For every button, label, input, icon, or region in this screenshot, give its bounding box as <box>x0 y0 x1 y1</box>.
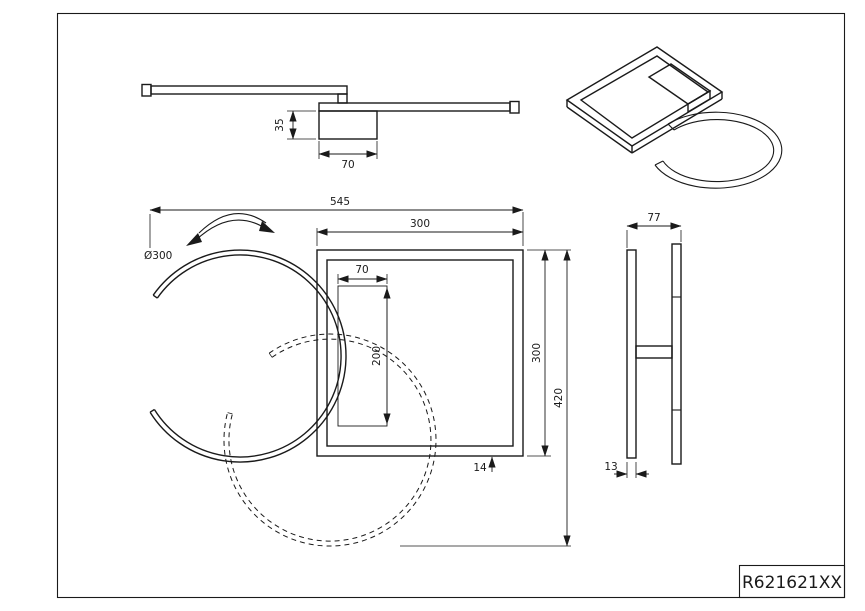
rotation-arc-inner <box>198 213 267 234</box>
front-view-dimensions: 545 300 70 200 300 420 14 <box>149 196 571 547</box>
front-view: Ø300 545 300 <box>144 196 571 547</box>
iso-ring <box>654 111 783 189</box>
isometric-view <box>565 46 783 189</box>
iso-frame <box>565 46 724 154</box>
dim-label-overall-depth: 77 <box>647 212 660 224</box>
dim-label-ring-diameter: Ø300 <box>144 250 172 262</box>
border-frame <box>56 12 846 599</box>
rotation-arrowhead-right <box>259 221 275 233</box>
arm-right-endcap <box>509 100 520 114</box>
dim-label-canopy-length: 200 <box>371 346 383 366</box>
canopy-side <box>318 110 378 140</box>
frame-inner <box>326 259 514 447</box>
dim-label-canopy-height: 35 <box>274 118 286 131</box>
drawing-border: R621621XX <box>56 12 846 599</box>
title-block <box>738 564 846 599</box>
iso-ring-outer <box>654 111 783 189</box>
rotation-arrows <box>186 213 275 246</box>
dim-label-overall-height: 420 <box>553 388 565 408</box>
dim-label-profile-thickness: 14 <box>473 462 487 474</box>
dim-label-frame-height: 300 <box>531 343 543 363</box>
rotation-arrowhead-left <box>186 233 202 246</box>
part-number-label: R621621XX <box>742 573 842 593</box>
iso-canopy-top <box>647 63 712 105</box>
upper-arm <box>150 85 348 95</box>
dim-label-frame-width: 300 <box>410 218 430 230</box>
rotation-arc-outer <box>195 219 269 241</box>
arm-left-endcap <box>141 83 152 97</box>
ring-dashed-position <box>223 333 437 547</box>
iso-canopy <box>647 63 712 114</box>
profile-bar-left <box>626 249 637 459</box>
profile-connector <box>635 345 673 359</box>
side-view-dimensions: 35 70 <box>274 110 378 171</box>
ring-outer-arc <box>149 249 347 463</box>
profile-body <box>626 243 682 465</box>
frame-square <box>316 249 524 457</box>
arm-joint <box>337 93 348 104</box>
iso-canopy-front <box>687 89 711 114</box>
frame-outer <box>316 249 524 457</box>
dim-label-canopy-width-side: 70 <box>341 159 354 171</box>
lower-arm <box>318 102 511 112</box>
profile-view: 77 13 <box>604 212 682 478</box>
side-view: 35 70 <box>141 83 520 171</box>
profile-dimensions: 77 13 <box>604 212 682 478</box>
dim-label-overall-width: 545 <box>330 196 350 208</box>
ring-dashed-inner-arc <box>228 338 432 542</box>
side-view-body <box>141 83 520 140</box>
ring-solid <box>149 249 347 463</box>
iso-ring-inner <box>662 119 775 183</box>
profile-bar-right <box>671 243 682 465</box>
ring-dashed-outer-arc <box>223 333 437 547</box>
ring-inner-arc <box>153 254 342 458</box>
dim-label-canopy-width: 70 <box>355 264 368 276</box>
dim-label-bar-width: 13 <box>604 461 617 473</box>
